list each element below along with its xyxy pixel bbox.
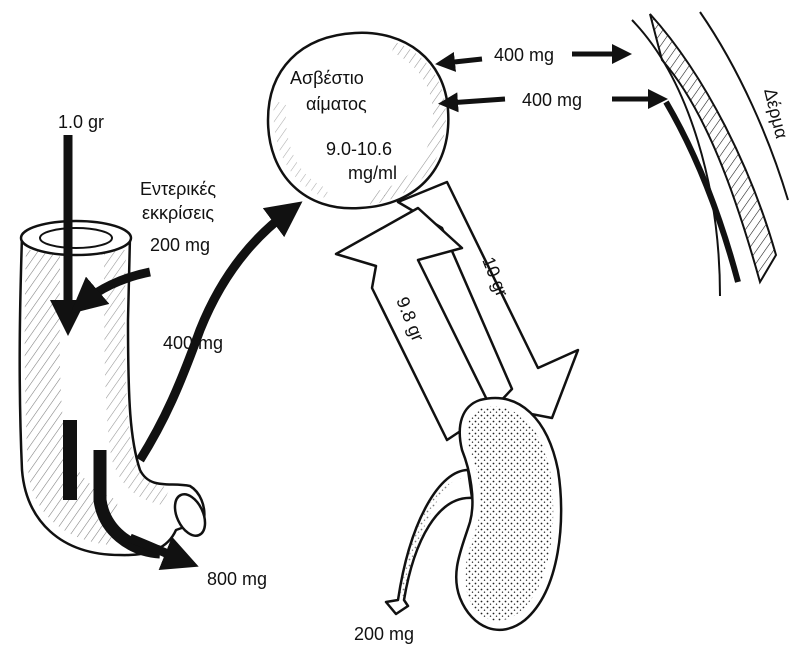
intestine <box>20 221 211 555</box>
kidney <box>386 398 561 630</box>
skin-exchange-in-label: 400 mg <box>522 90 582 110</box>
skin <box>632 12 788 296</box>
skin-exchange-arrow-upper <box>445 59 482 63</box>
skin-band <box>650 14 776 282</box>
absorption-label: 400 mg <box>163 333 223 353</box>
skin-exchange-arrow-lower <box>448 99 505 103</box>
blood-calcium-label-line1: Ασβέστιο <box>290 68 364 88</box>
blood-calcium-value: 9.0-10.6 <box>326 139 392 159</box>
intestinal-secretions-value: 200 mg <box>150 235 210 255</box>
intake-label: 1.0 gr <box>58 112 104 132</box>
blood-calcium-unit: mg/ml <box>348 163 397 183</box>
skin-exchange-out-label: 400 mg <box>494 45 554 65</box>
urinary-excretion-label: 200 mg <box>354 624 414 644</box>
intestinal-secretions-label-line1: Εντερικές <box>140 179 216 199</box>
intestinal-secretions-label-line2: εκκρίσεις <box>142 203 214 223</box>
blood-calcium-label-line2: αίματος <box>306 94 367 114</box>
intestine-lumen <box>40 228 112 248</box>
fecal-excretion-label: 800 mg <box>207 569 267 589</box>
